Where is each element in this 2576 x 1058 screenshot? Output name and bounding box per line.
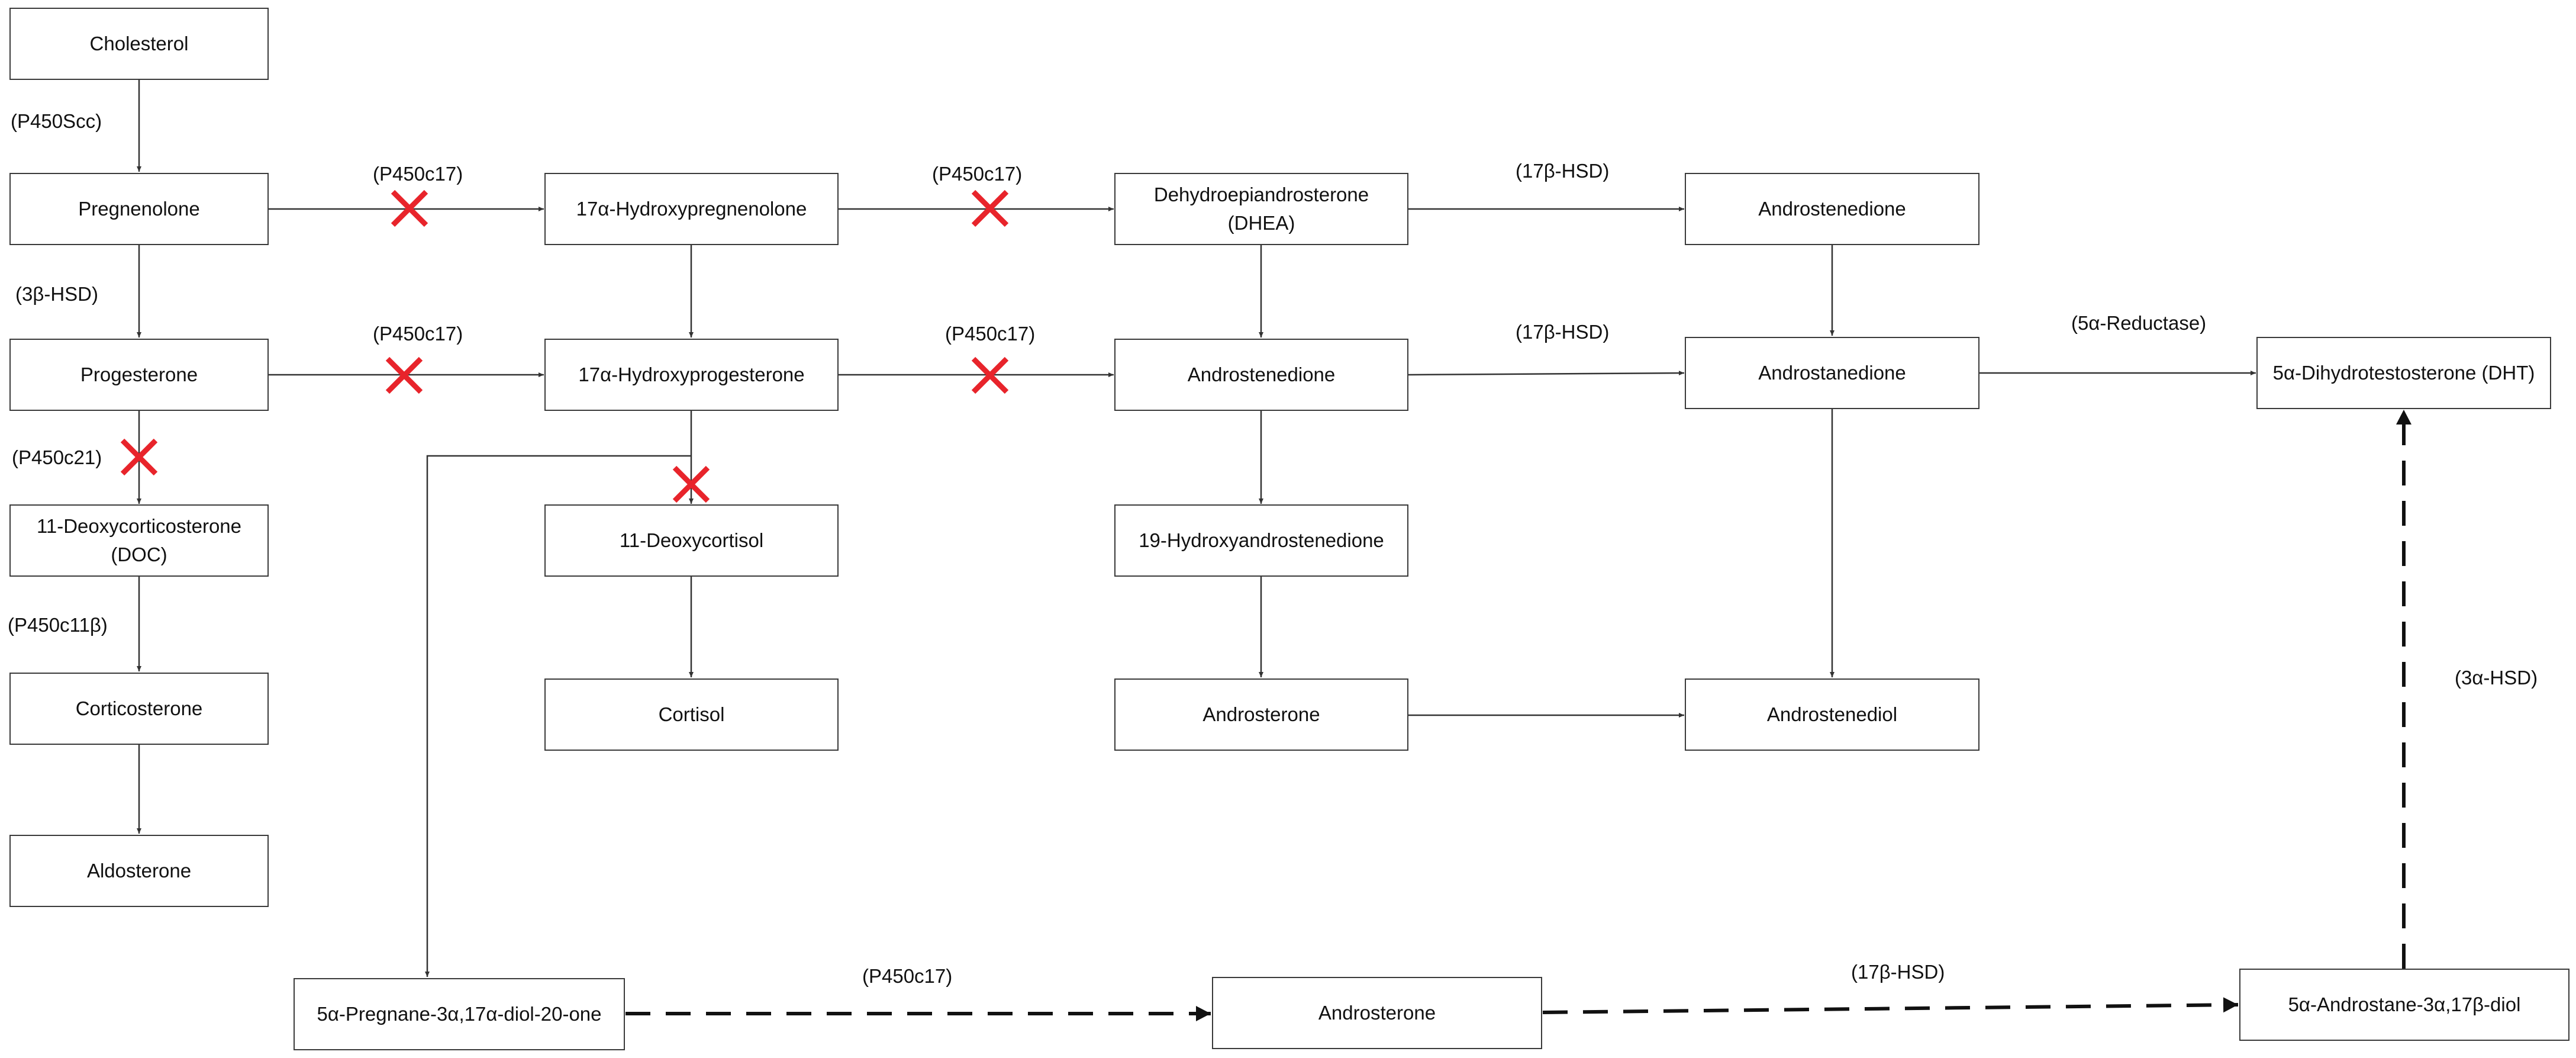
node-label: Androstenedione: [1187, 364, 1336, 386]
node-aldosterone: Aldosterone: [9, 835, 269, 907]
enzyme-label-p450c17: (P450c17): [945, 323, 1036, 345]
cross-mark-icon: [120, 438, 158, 476]
enzyme-label-p450c21: (P450c21): [12, 446, 102, 468]
enzyme-label-p450c17: (P450c17): [862, 965, 953, 987]
node-label: 5α-Dihydrotestosterone (DHT): [2272, 362, 2535, 384]
node-label: Cortisol: [658, 703, 725, 726]
node-label: 17α-Hydroxypregnenolone: [576, 198, 807, 220]
node-label: Androsterone: [1318, 1002, 1436, 1024]
cross-mark-icon: [971, 356, 1009, 394]
node-progesterone: Progesterone: [9, 339, 269, 411]
node-label: Aldosterone: [86, 860, 192, 882]
dashed-arrow-androsterone-to-androstanediol: [1542, 997, 2239, 1014]
node-dht: 5α-Dihydrotestosterone (DHT): [2256, 337, 2551, 409]
node-label: Androstenediol: [1766, 703, 1898, 726]
cross-mark-icon: [391, 189, 428, 227]
enzyme-label-3a-hsd: (3α-HSD): [2455, 667, 2538, 689]
enzyme-label-17b-hsd: (17β-HSD): [1516, 321, 1610, 343]
node-label: (DHEA): [1227, 212, 1295, 234]
node-androsterone-bottom: Androsterone: [1212, 977, 1542, 1049]
node-pregnenolone: Pregnenolone: [9, 173, 269, 245]
node-label: 17α-Hydroxyprogesterone: [578, 364, 805, 386]
enzyme-label-p450scc: (P450Scc): [11, 110, 102, 132]
node-androstanedione: Androstanedione: [1685, 337, 1979, 409]
node-cholesterol: Cholesterol: [9, 8, 269, 80]
node-hydroxyprogesterone: 17α-Hydroxyprogesterone: [544, 339, 839, 411]
node-androstanediol: 5α-Androstane-3α,17β-diol: [2239, 969, 2569, 1041]
node-label: Progesterone: [80, 364, 198, 386]
node-hydroxypregnenolone: 17α-Hydroxypregnenolone: [544, 173, 839, 245]
node-label: Pregnenolone: [78, 198, 200, 220]
node-label: (DOC): [111, 544, 167, 565]
node-dhea: Dehydroepiandrosterone (DHEA): [1114, 173, 1408, 245]
node-label: 5α-Pregnane-3α,17α-diol-20-one: [317, 1003, 602, 1025]
node-hydroxyandrostenedione: 19-Hydroxyandrostenedione: [1114, 504, 1408, 577]
arrow-androstenedione-mid-to-androstanedione: [1408, 371, 1685, 376]
node-deoxycorticosterone: 11-Deoxycorticosterone (DOC): [9, 504, 269, 577]
node-label: 11-Deoxycortisol: [619, 529, 764, 552]
node-label: 19-Hydroxyandrostenedione: [1139, 529, 1384, 552]
enzyme-label-p450c11b: (P450c11β): [8, 614, 108, 636]
enzyme-label-p450c17: (P450c17): [932, 163, 1023, 185]
arrow-hydroxyprogesterone-to-pregnane: [425, 455, 691, 977]
node-label: Dehydroepiandrosterone: [1153, 184, 1369, 206]
enzyme-label-5a-reductase: (5α-Reductase): [2071, 312, 2207, 334]
enzyme-label-17b-hsd: (17β-HSD): [1516, 160, 1610, 182]
enzyme-label-3b-hsd: (3β-HSD): [15, 283, 98, 305]
node-cortisol: Cortisol: [544, 678, 839, 751]
enzyme-label-17b-hsd: (17β-HSD): [1851, 961, 1945, 983]
node-pregnane: 5α-Pregnane-3α,17α-diol-20-one: [294, 978, 625, 1050]
node-androstenedione-top: Androstenedione: [1685, 173, 1979, 245]
node-label: Cholesterol: [89, 33, 189, 55]
enzyme-label-p450c17: (P450c17): [373, 323, 463, 345]
node-label: 5α-Androstane-3α,17β-diol: [2288, 993, 2521, 1016]
node-corticosterone: Corticosterone: [9, 673, 269, 745]
cross-mark-icon: [672, 465, 710, 503]
node-androstenediol: Androstenediol: [1685, 678, 1979, 751]
node-label: Androstanedione: [1758, 362, 1906, 384]
cross-mark-icon: [385, 356, 423, 394]
node-label: Androstenedione: [1758, 198, 1906, 220]
node-label: 11-Deoxycorticosterone: [36, 515, 242, 538]
cross-mark-icon: [971, 189, 1009, 227]
node-androsterone-mid: Androsterone: [1114, 678, 1408, 751]
node-androstenedione-mid: Androstenedione: [1114, 339, 1408, 411]
node-label: Corticosterone: [75, 697, 203, 720]
node-deoxycortisol: 11-Deoxycortisol: [544, 504, 839, 577]
node-label: Androsterone: [1202, 703, 1320, 726]
enzyme-label-p450c17: (P450c17): [373, 163, 463, 185]
